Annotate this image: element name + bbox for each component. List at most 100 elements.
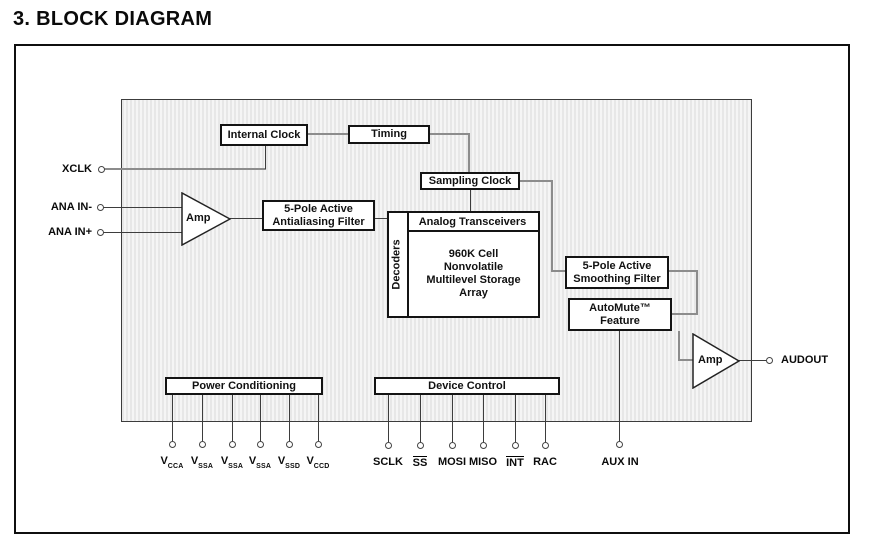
storage-line3: Multilevel Storage [426,274,521,286]
storage-line4: Array [459,287,488,299]
wire-sampling-clock-to-transceivers [470,189,471,211]
terminal-circle-icon [512,442,519,449]
terminal-circle-icon [286,441,293,448]
pin-label-ana-in-plus: ANA IN+ [48,226,92,238]
wire-automute-down [678,331,680,361]
wire-xclk [104,168,266,170]
wire-sampling-clock-right [520,180,553,182]
amp-triangle-icon [692,332,741,390]
terminal-circle-icon [97,204,104,211]
pin-label-vssd: VSSD [277,455,301,471]
automute-line1: AutoMute™ [589,301,651,314]
block-power-conditioning: Power Conditioning [165,377,323,395]
decoders-column: Decoders [389,213,409,316]
analog-transceivers-header: Analog Transceivers [407,213,538,232]
wire-automute-to-amp [680,359,693,361]
storage-array-body: 960K Cell Nonvolatile Multilevel Storage… [409,232,538,316]
pin-label-vssa2: VSSA [220,455,244,471]
block-smoothing-filter: 5-Pole Active Smoothing Filter [565,256,669,289]
pin-label-vcca: VCCA [160,455,184,471]
analog-transceivers-label: Analog Transceivers [418,215,527,228]
block-sampling-clock: Sampling Clock [420,172,520,190]
wire-timing-to-sampling-clock [468,133,470,172]
wire-pin-rac [545,395,546,442]
decoders-label: Decoders [390,239,403,290]
terminal-circle-icon [98,166,105,173]
pin-label-ana-in-minus: ANA IN- [50,201,92,213]
terminal-circle-icon [385,442,392,449]
smoothing-line2: Smoothing Filter [573,272,661,285]
input-amp: Amp [181,191,232,247]
terminal-circle-icon [97,229,104,236]
pin-label-int: INT [506,456,524,469]
terminal-circle-icon [315,441,322,448]
wire-timing-right [430,133,470,135]
terminal-circle-icon [199,441,206,448]
page-title: 3. BLOCK DIAGRAM [13,8,213,30]
wire-pin-ss [420,395,421,442]
wire-into-automute [672,313,698,315]
antialiasing-line2: Antialiasing Filter [272,215,365,228]
wire-sampling-clock-down [551,180,553,272]
input-amp-label: Amp [186,212,211,224]
block-internal-clock-label: Internal Clock [227,128,301,141]
antialiasing-line1: 5-Pole Active [284,202,353,215]
pin-label-mosi: MOSI [437,456,467,468]
terminal-circle-icon [169,441,176,448]
terminal-circle-icon [417,442,424,449]
wire-pin-vssa1 [202,395,203,441]
block-timing-label: Timing [371,128,407,140]
output-amp: Amp [692,332,741,390]
storage-line2: Nonvolatile [443,261,504,273]
block-internal-clock: Internal Clock [220,124,308,146]
wire-ana-in-minus [103,207,182,208]
wire-pin-vccd [318,395,319,441]
wire-smoothing-out [669,270,698,272]
terminal-circle-icon [257,441,264,448]
pin-label-vssa3: VSSA [248,455,272,471]
wire-pin-mosi [452,395,453,442]
wire-to-smoothing-filter [553,270,565,272]
wire-pin-vcca [172,395,173,441]
pin-label-miso: MISO [468,456,498,468]
pin-label-ss: SS [412,456,428,469]
wire-antialiasing-to-transceivers [375,218,387,219]
wire-pin-vssd [289,395,290,441]
terminal-circle-icon [229,441,236,448]
block-sampling-clock-label: Sampling Clock [428,174,512,187]
pin-label-vccd: VCCD [306,455,330,471]
pin-label-sclk: SCLK [373,456,403,468]
block-device-control: Device Control [374,377,560,395]
wire-amp-to-audout [738,360,766,361]
wire-aux-in [619,331,620,441]
wire-amp-to-antialiasing [230,218,262,219]
pin-label-audout: AUDOUT [781,354,829,366]
pin-label-aux-in: AUX IN [601,456,639,468]
pin-label-rac: RAC [533,456,557,468]
terminal-circle-icon [449,442,456,449]
terminal-circle-icon [616,441,623,448]
wire-smoothing-down [696,270,698,315]
pin-label-xclk: XCLK [62,163,92,175]
terminal-circle-icon [766,357,773,364]
automute-line2: Feature [600,314,640,327]
terminal-circle-icon [480,442,487,449]
block-storage-array: Decoders Analog Transceivers 960K Cell N… [387,211,540,318]
wire-pin-int [515,395,516,442]
pin-label-vssa1: VSSA [190,455,214,471]
storage-line1: 960K Cell [448,248,499,260]
wire-internal-clock-down [265,146,266,169]
output-amp-label: Amp [698,354,723,366]
block-automute-feature: AutoMute™ Feature [568,298,672,331]
amp-triangle-icon [181,191,232,247]
wire-pin-miso [483,395,484,442]
wire-pin-vssa3 [260,395,261,441]
terminal-circle-icon [542,442,549,449]
wire-pin-vssa2 [232,395,233,441]
power-conditioning-label: Power Conditioning [192,379,296,392]
wire-pin-sclk [388,395,389,442]
device-control-label: Device Control [428,379,506,392]
block-timing: Timing [348,125,430,144]
block-antialiasing-filter: 5-Pole Active Antialiasing Filter [262,200,375,231]
